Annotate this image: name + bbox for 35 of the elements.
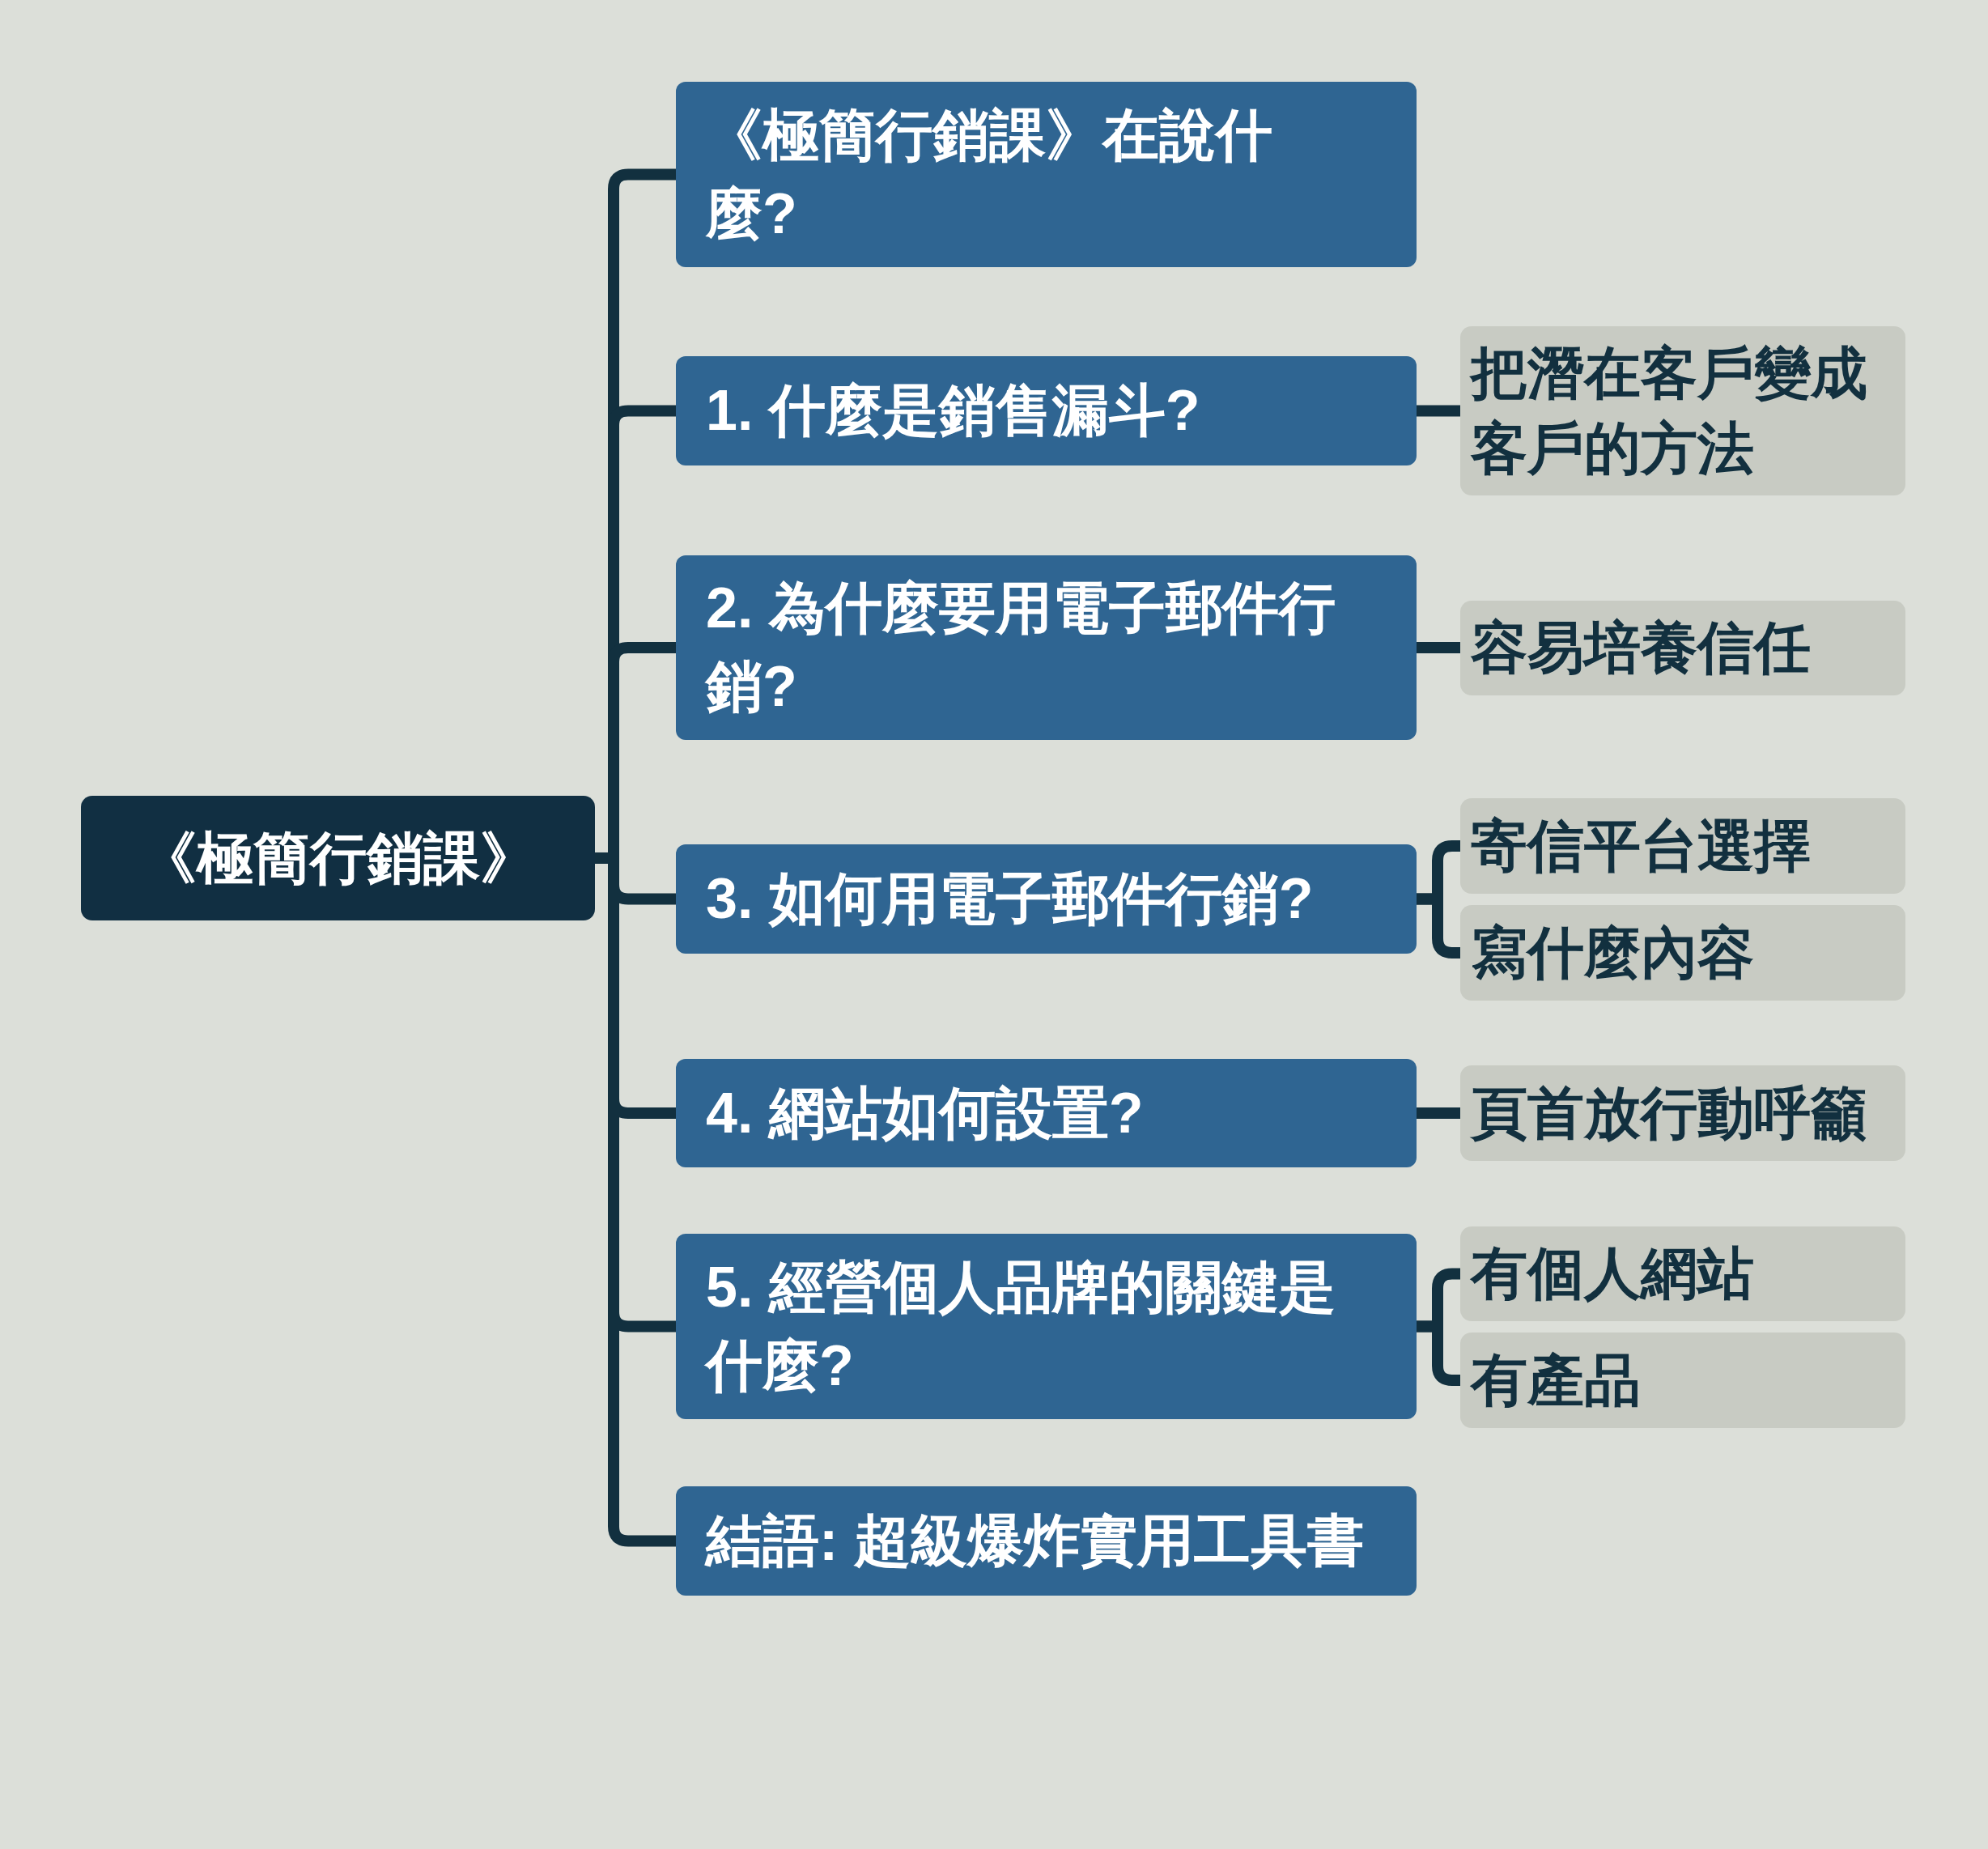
connector-line [1417,893,1460,959]
subtopic-text: 把潛在客戶變成客戶的方法 [1471,340,1868,482]
subtopic-text: 有個人網站 [1471,1241,1754,1307]
connector-line [1417,1320,1460,1386]
central-topic-text: 《極簡行銷課》 [139,825,537,891]
main-topic-box [676,1234,1417,1419]
connector-line [1417,405,1460,417]
subtopic-text: 寄信平台選擇 [1471,813,1811,879]
subtopic-box [1460,1226,1905,1321]
subtopic-text: 寫什麼內容 [1471,920,1754,986]
connector-line [1417,642,1460,653]
main-topic-text: 5. 經營個人品牌的關鍵是什麼? [706,1254,1336,1399]
main-topic-text: 結語: 超級爆炸實用工具書 [706,1508,1364,1574]
connector-line [1417,1107,1460,1119]
subtopic-text: 容易培養信任 [1471,615,1811,681]
subtopic-box [1460,905,1905,1001]
subtopic-box [1460,1333,1905,1428]
subtopic-box [1460,1065,1905,1161]
main-topic-text: 《極簡行銷課》在說什麼? [706,102,1273,247]
subtopic-box [1460,798,1905,894]
main-topic-box [676,82,1417,267]
main-topic-box [676,1486,1417,1596]
subtopic-text: 頁首放行動呼籲 [1471,1080,1867,1146]
subtopic-text: 有產品 [1471,1347,1641,1413]
main-topic-text: 4. 網站如何設置? [706,1080,1144,1146]
main-topic-text: 3. 如何用電子郵件行銷? [706,866,1314,932]
main-topic-text: 1. 什麼是銷售漏斗? [706,378,1200,444]
central-topic-box [81,796,595,920]
main-topic-box [676,555,1417,740]
main-topic-box [676,844,1417,954]
main-topic-box [676,356,1417,465]
subtopic-box [1460,601,1905,695]
main-topic-text: 2. 為什麼要用電子郵件行銷? [706,576,1336,720]
main-topic-box [676,1059,1417,1167]
subtopic-box [1460,326,1905,495]
